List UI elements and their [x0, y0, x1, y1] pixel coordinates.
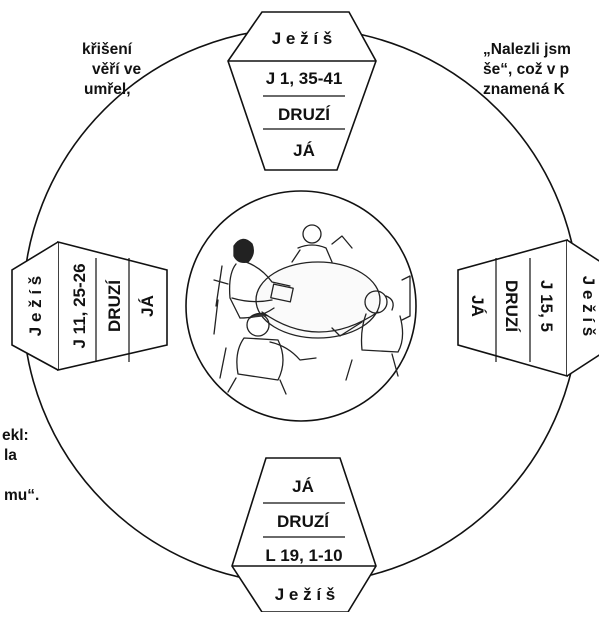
quote-top-right-line-3: znamená K [483, 81, 565, 98]
card-bottom-name: J e ž í š [275, 585, 335, 604]
card-top-others: DRUZÍ [278, 105, 331, 124]
card-left-reference: J 11, 25-26 [70, 263, 89, 348]
quote-bottom-left-line-1: ekl: [2, 427, 29, 444]
quote-top-right-line-1: „Nalezli jsm [483, 41, 571, 58]
card-left: J e ž í š J 11, 25-26 DRUZÍ JÁ [11, 240, 168, 372]
card-top: J e ž í š J 1, 35-41 DRUZÍ JÁ [227, 11, 377, 171]
quote-bottom-left: ekl: la mu“. [0, 426, 39, 506]
card-right: JÁ DRUZÍ J 15, 5 J e ž í š [457, 238, 599, 378]
quote-top-left-line-2: věří ve [92, 61, 142, 78]
quote-bottom-left-line-2: la [4, 447, 17, 464]
card-left-self: JÁ [138, 295, 157, 317]
quote-top-right: „Nalezli jsm še“, což v p znamená K [483, 40, 571, 100]
card-top-reference: J 1, 35-41 [266, 69, 343, 88]
card-right-name: J e ž í š [579, 276, 598, 336]
card-right-others: DRUZÍ [502, 280, 521, 333]
card-left-name: J e ž í š [26, 276, 45, 336]
card-bottom-reference: L 19, 1-10 [265, 546, 342, 565]
quote-bottom-left-line-4: mu“. [4, 487, 40, 504]
card-top-self: JÁ [293, 141, 315, 160]
people-at-round-table-icon [213, 224, 411, 395]
inner-circle [185, 190, 417, 422]
card-bottom-self: JÁ [292, 477, 314, 496]
quote-top-right-line-2: še“, což v p [483, 61, 570, 78]
card-bottom: JÁ DRUZÍ L 19, 1-10 J e ž í š [231, 457, 377, 613]
quote-top-left-line-3: umřel, [84, 81, 131, 98]
card-bottom-others: DRUZÍ [277, 512, 330, 531]
card-right-reference: J 15, 5 [537, 280, 556, 332]
card-right-self: JÁ [468, 295, 487, 317]
card-left-others: DRUZÍ [105, 279, 124, 332]
card-top-name: J e ž í š [272, 29, 332, 48]
quote-top-left: křišení věří ve umřel, [0, 40, 141, 100]
quote-top-left-line-1: křišení [82, 41, 132, 58]
quote-bottom-left-line-3 [0, 466, 39, 486]
